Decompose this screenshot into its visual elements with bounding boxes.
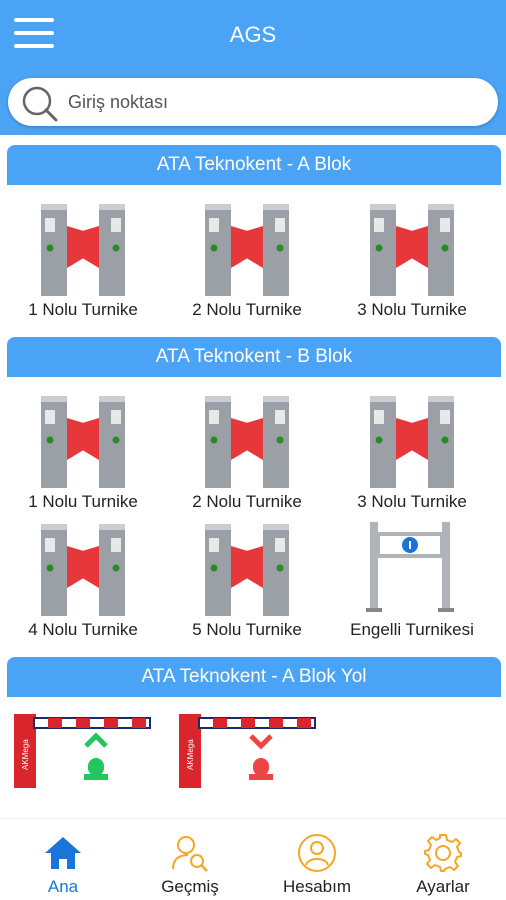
hamburger-icon-line bbox=[14, 44, 54, 48]
turnstile-item[interactable]: 2 Nolu Turnike bbox=[167, 196, 327, 322]
nav-label: Geçmiş bbox=[161, 877, 219, 896]
page-title: AGS bbox=[229, 22, 277, 47]
device-label: 3 Nolu Turnike bbox=[357, 492, 467, 511]
bottom-navigation: Ana Geçmiş Hesabım Ayarlar bbox=[0, 818, 506, 900]
turnstile-icon bbox=[370, 204, 454, 296]
device-label: 2 Nolu Turnike bbox=[192, 300, 302, 319]
section-header: ATA Teknokent - A Blok Yol bbox=[7, 657, 501, 697]
turnstile-item[interactable]: 3 Nolu Turnike bbox=[332, 196, 492, 322]
nav-home[interactable]: Ana bbox=[8, 819, 118, 900]
turnstile-item[interactable]: 2 Nolu Turnike bbox=[167, 388, 327, 514]
search-bar[interactable] bbox=[8, 78, 498, 126]
device-label: 2 Nolu Turnike bbox=[192, 492, 302, 511]
accessible-gate-item[interactable]: Engelli Turnikesi bbox=[332, 516, 492, 642]
barrier-closed-item[interactable]: AKMega bbox=[179, 710, 319, 790]
barrier-open-item[interactable]: AKMega bbox=[14, 710, 154, 790]
account-icon bbox=[298, 834, 336, 872]
turnstile-icon bbox=[41, 204, 125, 296]
menu-button[interactable] bbox=[14, 18, 54, 52]
nav-label: Ana bbox=[47, 877, 79, 896]
device-label: 4 Nolu Turnike bbox=[28, 620, 138, 639]
barrier-icon: AKMega bbox=[179, 714, 316, 788]
nav-history[interactable]: Geçmiş bbox=[135, 819, 245, 900]
section-header: ATA Teknokent - B Blok bbox=[7, 337, 501, 377]
turnstile-icon bbox=[205, 524, 289, 616]
gear-icon bbox=[424, 834, 462, 872]
turnstile-item[interactable]: 4 Nolu Turnike bbox=[3, 516, 163, 642]
turnstile-item[interactable]: 3 Nolu Turnike bbox=[332, 388, 492, 514]
device-label: 1 Nolu Turnike bbox=[28, 492, 138, 511]
device-label: 3 Nolu Turnike bbox=[357, 300, 467, 319]
search-input[interactable] bbox=[68, 86, 488, 118]
top-bar: AGS bbox=[0, 0, 506, 135]
turnstile-item[interactable]: 1 Nolu Turnike bbox=[3, 196, 163, 322]
device-label: 1 Nolu Turnike bbox=[28, 300, 138, 319]
section-header: ATA Teknokent - A Blok bbox=[7, 145, 501, 185]
turnstile-item[interactable]: 1 Nolu Turnike bbox=[3, 388, 163, 514]
nav-label: Ayarlar bbox=[416, 877, 470, 896]
turnstile-icon bbox=[41, 524, 125, 616]
nav-label: Hesabım bbox=[282, 877, 352, 896]
turnstile-item[interactable]: 5 Nolu Turnike bbox=[167, 516, 327, 642]
turnstile-icon bbox=[205, 396, 289, 488]
device-label: Engelli Turnikesi bbox=[350, 620, 474, 639]
barrier-brand-text: AKMega bbox=[21, 739, 30, 770]
barrier-brand-text: AKMega bbox=[186, 739, 195, 770]
search-icon bbox=[22, 86, 58, 122]
device-label: 5 Nolu Turnike bbox=[192, 620, 302, 639]
hamburger-icon-line bbox=[14, 31, 54, 35]
barrier-icon: AKMega bbox=[14, 714, 151, 788]
swing-gate-icon bbox=[366, 522, 454, 612]
turnstile-icon bbox=[41, 396, 125, 488]
nav-account[interactable]: Hesabım bbox=[262, 819, 372, 900]
history-search-icon bbox=[172, 836, 208, 872]
turnstile-icon bbox=[370, 396, 454, 488]
turnstile-icon bbox=[205, 204, 289, 296]
nav-settings[interactable]: Ayarlar bbox=[388, 819, 498, 900]
hamburger-icon-line bbox=[14, 18, 54, 22]
home-icon bbox=[45, 837, 81, 869]
